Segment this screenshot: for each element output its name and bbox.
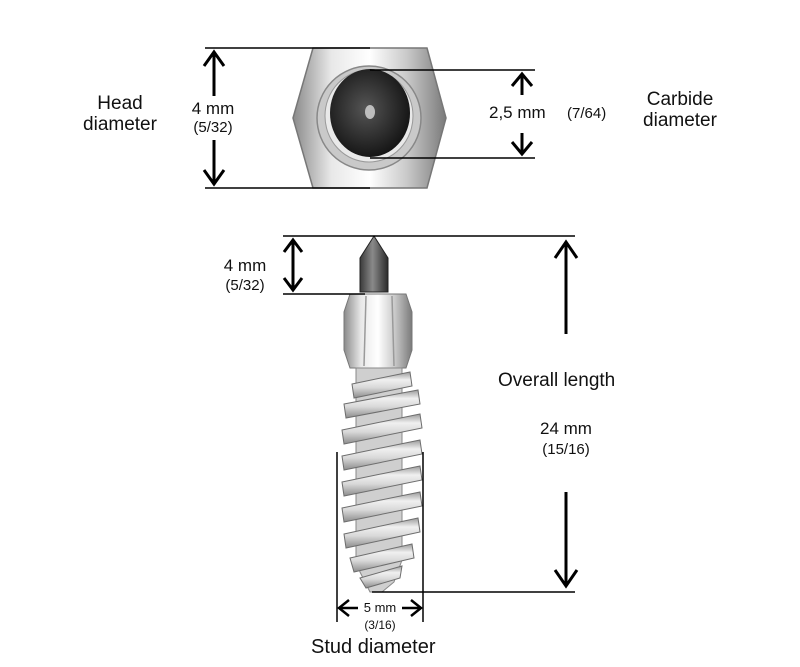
stud-threads — [341, 371, 423, 589]
stud-diameter-value-in: (3/16) — [364, 618, 396, 632]
head-diameter-value-mm: 4 mm — [191, 99, 235, 118]
tip-length-value-in: (5/32) — [225, 277, 265, 294]
carbide-diameter-value-mm: 2,5 mm — [489, 103, 546, 122]
head-diameter-dimension — [202, 47, 370, 189]
stud-diameter-dimension — [336, 452, 424, 622]
tip-length-dimension — [282, 235, 575, 295]
stud-side-view — [341, 235, 423, 593]
overall-length-dimension — [372, 239, 579, 593]
carbide-diameter-dimension — [370, 69, 535, 159]
carbide-diameter-label: Carbide diameter — [632, 89, 728, 132]
stud-head-top-view — [292, 47, 447, 189]
head-diameter-label-line2: diameter — [83, 113, 157, 135]
carbide-diameter-label-line2: diameter — [643, 109, 717, 131]
overall-length-value-in: (15/16) — [542, 441, 590, 458]
head-diameter-label-line1: Head — [97, 93, 143, 114]
carbide-diameter-value-in: (7/64) — [567, 105, 607, 122]
head-diameter-value-in: (5/32) — [193, 119, 233, 136]
head-diameter-label: Head diameter — [76, 93, 164, 136]
overall-length-value-mm: 24 mm — [540, 419, 592, 438]
stud-diameter-value-mm: 5 mm — [363, 600, 397, 615]
stud-diameter-label: Stud diameter — [311, 636, 436, 658]
tip-length-value-mm: 4 mm — [223, 256, 267, 275]
overall-length-label: Overall length — [498, 370, 616, 391]
carbide-diameter-label-line1: Carbide — [646, 89, 714, 110]
